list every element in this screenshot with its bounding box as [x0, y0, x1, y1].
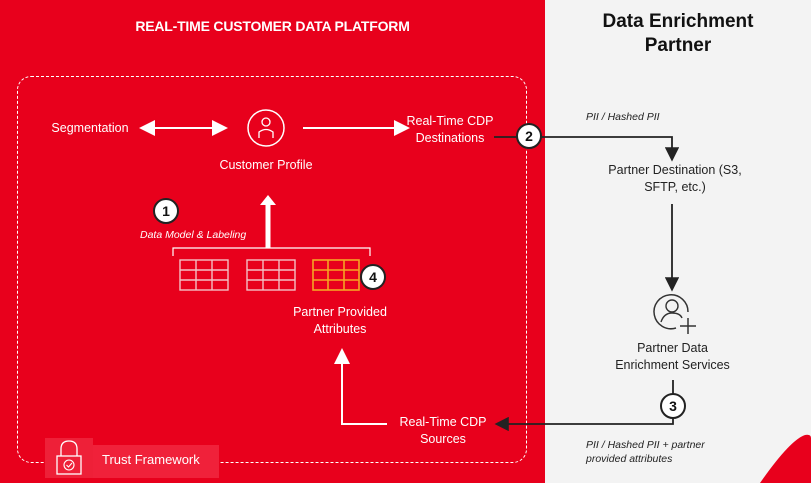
partner-destination-line2: SFTP, etc.): [644, 180, 706, 194]
cdp-title: REAL-TIME CUSTOMER DATA PLATFORM: [135, 18, 410, 34]
data-model-label: Data Model & Labeling: [140, 229, 247, 241]
sources-label: Real-Time CDP Sources: [390, 414, 496, 448]
sources-line1: Real-Time CDP: [399, 415, 487, 429]
trust-framework-label: Trust Framework: [102, 452, 200, 467]
partner-title-line2: Partner: [644, 35, 712, 56]
arrow-sources-attributes: [334, 348, 387, 425]
partner-destination-label: Partner Destination (S3, SFTP, etc.): [600, 162, 750, 196]
step-badge-3: 3: [660, 393, 686, 419]
enrichment-line2: Enrichment Services: [615, 358, 730, 372]
segmentation-label: Segmentation: [51, 121, 129, 135]
sources-line2: Sources: [420, 432, 466, 446]
cdp-boundary: [17, 76, 527, 463]
partner-title: Data Enrichment Partner: [545, 10, 811, 58]
arrow-enrichment-sources: [494, 380, 674, 432]
decorative-swoosh: [760, 434, 811, 483]
pii-in-line1: PII / Hashed PII + partner: [586, 439, 705, 451]
pii-out-label: PII / Hashed PII: [586, 111, 660, 123]
destinations-line1: Real-Time CDP: [406, 114, 494, 128]
arrow-datamodel-head: [260, 195, 276, 205]
step-badge-2: 2: [516, 123, 542, 149]
destinations-label: Real-Time CDP Destinations: [400, 113, 500, 147]
arrow-destinations-partner: [494, 136, 680, 162]
trust-icon-box: [45, 438, 93, 478]
pii-in-label: PII / Hashed PII + partner provided attr…: [586, 438, 756, 466]
enrichment-line1: Partner Data: [637, 341, 708, 355]
partner-enrichment-icon: [653, 294, 696, 334]
table-icon-2: [246, 259, 296, 291]
customer-profile-icon: [247, 109, 285, 147]
customer-profile-label: Customer Profile: [219, 158, 313, 172]
data-model-bracket: [172, 247, 371, 256]
partner-attributes-line1: Partner Provided: [293, 305, 387, 319]
cdp-panel: [0, 0, 545, 483]
lock-check-icon: [56, 440, 82, 475]
pii-in-line2: provided attributes: [586, 453, 673, 465]
partner-destination-line1: Partner Destination (S3,: [608, 163, 742, 177]
table-icon-1: [179, 259, 229, 291]
step-badge-1: 1: [153, 198, 179, 224]
partner-attributes-label: Partner Provided Attributes: [280, 304, 400, 338]
partner-title-line1: Data Enrichment: [602, 11, 754, 32]
table-icon-partner: [312, 259, 360, 291]
enrichment-label: Partner Data Enrichment Services: [610, 340, 735, 374]
partner-attributes-line2: Attributes: [313, 322, 367, 336]
step-badge-4: 4: [360, 264, 386, 290]
destinations-line2: Destinations: [415, 131, 485, 145]
